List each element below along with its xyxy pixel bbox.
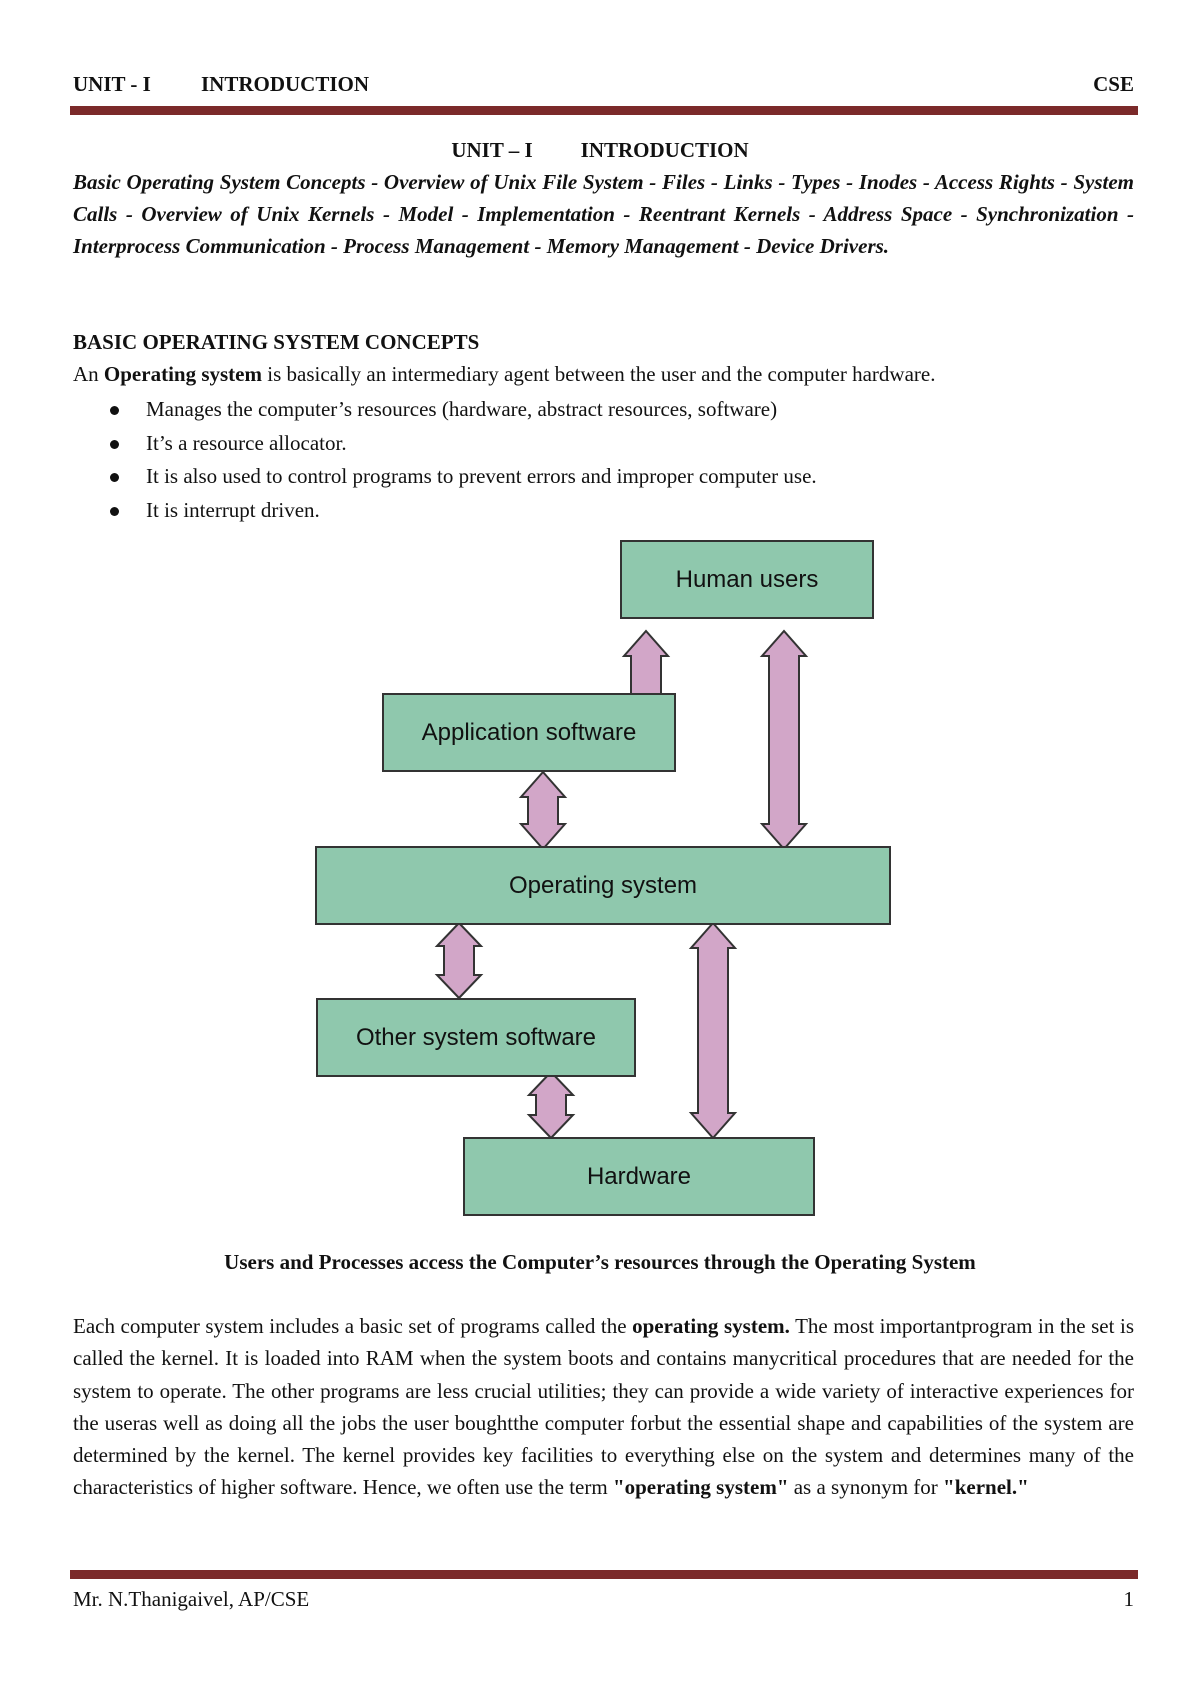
double-arrow-icon: [688, 921, 738, 1140]
intro-bold: Operating system: [103, 362, 262, 386]
header-title: INTRODUCTION: [201, 72, 370, 96]
node-other-system-software: Other system software: [316, 998, 636, 1077]
diagram-arrows: [434, 629, 809, 1140]
node-application-software: Application software: [382, 693, 676, 772]
unit-heading-unit: UNIT – I: [451, 138, 533, 162]
figure-caption: Users and Processes access the Computer’…: [224, 1250, 976, 1274]
list-item: It’s a resource allocator.: [110, 427, 817, 461]
list-item-text: Manages the computer’s resources (hardwa…: [146, 397, 778, 421]
para-bold: operating system.: [632, 1314, 790, 1338]
page-number: 1: [1123, 1587, 1135, 1611]
topics-list: Basic Operating System Concepts - Overvi…: [73, 170, 1134, 258]
list-item-text: It’s a resource allocator.: [146, 430, 347, 455]
bullet-list: Manages the computer’s resources (hardwa…: [110, 393, 817, 527]
bullet-icon: [110, 506, 119, 516]
page-header: UNIT - I INTRODUCTION CSE: [73, 72, 1134, 102]
os-layer-diagram: Human users Application software Operati…: [310, 540, 900, 1240]
bullet-icon: [110, 473, 119, 482]
node-operating-system: Operating system: [315, 846, 891, 925]
section-title: BASIC OPERATING SYSTEM CONCEPTS: [73, 330, 480, 354]
list-item: It is also used to control programs to p…: [110, 460, 817, 494]
para-bold: "operating system": [612, 1475, 789, 1500]
bullet-icon: [110, 406, 119, 415]
double-arrow-icon: [434, 921, 484, 1000]
para-bold: "kernel.": [943, 1475, 1029, 1500]
double-arrow-icon: [759, 629, 809, 851]
double-arrow-icon: [518, 770, 568, 851]
para-text: The most importantprogram in the set is …: [73, 1314, 1135, 1500]
header-rule: [70, 106, 1138, 115]
para-text: as a synonym for: [788, 1475, 944, 1500]
double-arrow-icon: [526, 1070, 576, 1140]
list-item: It is interrupt driven.: [110, 494, 817, 528]
header-dept: CSE: [1093, 72, 1134, 96]
para-text: Each computer system includes a basic se…: [73, 1314, 633, 1338]
list-item-text: It is also used to control programs to p…: [146, 464, 817, 488]
bullet-icon: [110, 439, 119, 449]
list-item-text: It is interrupt driven.: [146, 497, 320, 522]
list-item: Manages the computer’s resources (hardwa…: [110, 393, 817, 427]
header-unit: UNIT - I: [73, 72, 151, 96]
unit-heading-title: INTRODUCTION: [580, 138, 749, 162]
footer-rule: [70, 1570, 1138, 1579]
body-paragraph: Each computer system includes a basic se…: [73, 1310, 1134, 1504]
intro-pre: An: [73, 362, 104, 386]
footer-author: Mr. N.Thanigaivel, AP/CSE: [73, 1587, 310, 1611]
node-human-users: Human users: [620, 540, 874, 619]
node-hardware: Hardware: [463, 1137, 815, 1216]
unit-heading: UNIT – I INTRODUCTION: [0, 138, 1200, 163]
intro-post: is basically an intermediary agent betwe…: [262, 362, 936, 386]
intro-text: An Operating system is basically an inte…: [73, 362, 935, 387]
